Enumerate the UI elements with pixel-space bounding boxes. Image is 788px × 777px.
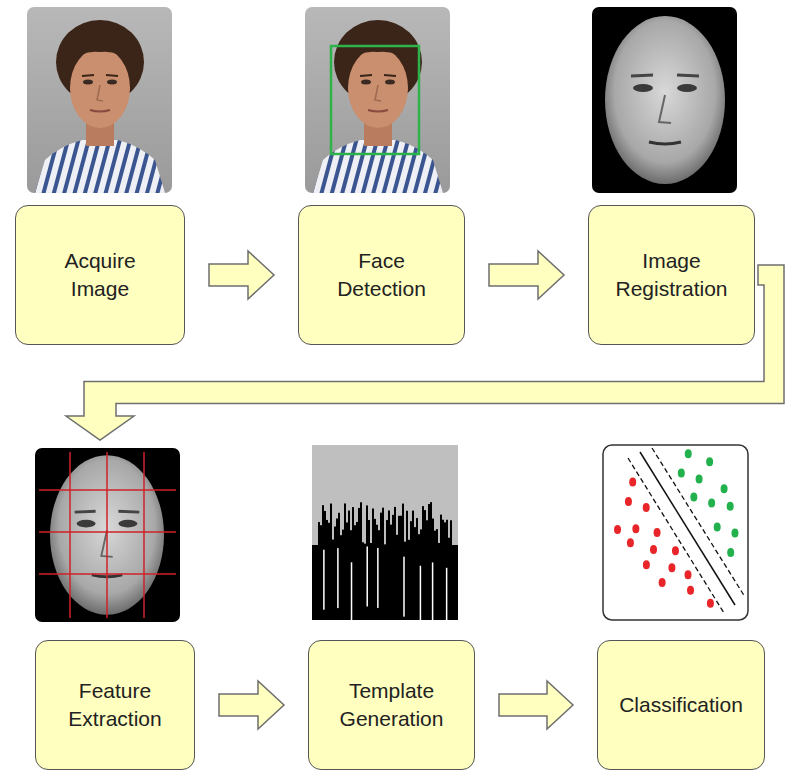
process-box: Image Registration xyxy=(588,205,755,345)
process-box: Template Generation xyxy=(308,640,475,770)
svm-points xyxy=(614,449,738,607)
registered-face xyxy=(592,7,737,193)
step-label: Feature Extraction xyxy=(68,677,161,734)
process-box: Classification xyxy=(597,640,765,770)
step-label: Face Detection xyxy=(337,247,426,304)
step-label: Template Generation xyxy=(340,677,444,734)
step-label: Classification xyxy=(619,691,743,719)
process-box: Acquire Image xyxy=(15,205,185,345)
block-arrow xyxy=(489,251,564,299)
photo xyxy=(305,7,450,193)
block-arrow xyxy=(209,251,274,299)
process-step: Face Detection xyxy=(298,7,465,345)
template-bars xyxy=(312,502,458,628)
process-step: Classification xyxy=(597,445,765,770)
feature-grid xyxy=(35,448,180,622)
photo xyxy=(27,7,172,193)
template-barcode xyxy=(312,445,458,620)
process-box: Feature Extraction xyxy=(35,640,195,770)
process-step: Feature Extraction xyxy=(35,448,195,770)
grid-lines xyxy=(39,452,176,618)
block-arrow xyxy=(499,681,573,729)
svm-plot xyxy=(603,445,748,620)
registered-face xyxy=(605,16,725,184)
svm-lines xyxy=(628,448,745,613)
process-step: Template Generation xyxy=(308,445,475,770)
detection-box xyxy=(331,46,419,154)
process-box: Face Detection xyxy=(298,205,465,345)
process-step: Image Registration xyxy=(588,7,755,345)
block-arrow xyxy=(219,681,284,729)
step-label: Image Registration xyxy=(615,247,727,304)
process-step: Acquire Image xyxy=(15,7,185,345)
step-label: Acquire Image xyxy=(64,247,135,304)
